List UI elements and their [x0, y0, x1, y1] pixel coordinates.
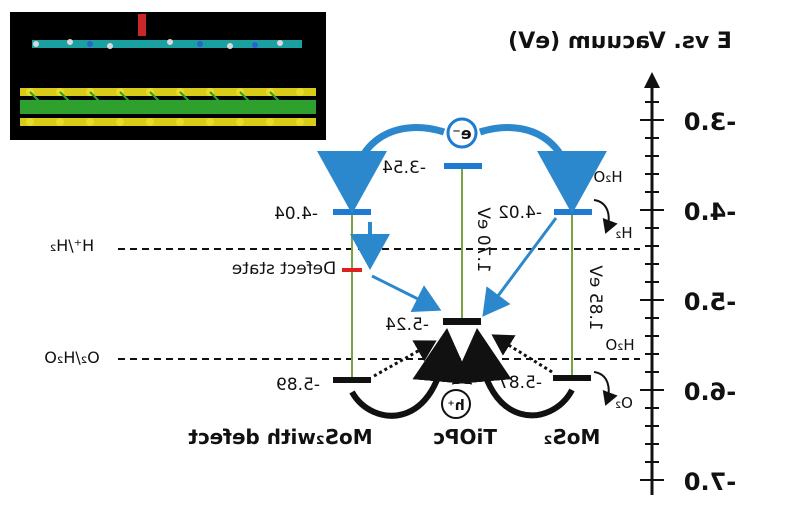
tiopc-gap-label: 1.70 eV — [473, 207, 493, 273]
mos2-defect-homo-label: -5.89 — [276, 375, 320, 395]
tiopc-homo-level — [443, 318, 481, 325]
tiopc-name: TiOPc — [433, 425, 497, 449]
mos2-lumo-label: -4.02 — [498, 203, 542, 223]
o2-label: O₂ — [615, 394, 633, 412]
h2-evolution-arrow — [593, 199, 618, 234]
mos2-lumo-level — [554, 209, 592, 215]
tiopc-lumo-label: -3.54 — [382, 158, 426, 178]
mos2-homo-level — [553, 375, 591, 381]
axis-tick-label: -7.0 — [684, 468, 736, 496]
electron-arc-left-arrow — [317, 124, 446, 214]
o2-h2o-label: O₂/H₂O — [44, 348, 99, 367]
defect-state-level — [342, 268, 362, 272]
mos2-gap-label: 1.85 eV — [585, 265, 605, 331]
mos2-to-tiopc-arrow — [482, 217, 558, 317]
axis-tick-label: -5.0 — [684, 288, 736, 316]
mos2-name: MoS₂ — [544, 425, 601, 449]
electron-badge — [446, 117, 478, 149]
mos2-defect-name: MoS₂with defect — [188, 425, 373, 449]
hole-badge — [441, 389, 471, 419]
hole-arc-right-arrow — [451, 328, 575, 419]
axis-tick-label: -3.0 — [684, 108, 736, 136]
electron-label: e⁻ — [452, 124, 471, 143]
electron-arc-right-arrow — [478, 124, 607, 214]
defect-state-label: Defect state — [232, 259, 336, 279]
defect-to-tiopc-arrow — [371, 274, 442, 313]
mos2-defect-lumo-level — [333, 209, 371, 215]
o2-evolution-arrow — [593, 371, 618, 406]
axis-tick-label: -4.0 — [684, 198, 736, 226]
mos2-defect-homo-level — [333, 377, 371, 383]
h-plus-h2-label: H⁺/H₂ — [50, 236, 94, 255]
tiopc-homo-label: -5.24 — [385, 315, 429, 335]
hole-arc-left-arrow — [349, 328, 473, 419]
hole-label: h⁺ — [447, 398, 464, 414]
molecule-on-mos2-structure-icon — [10, 12, 326, 140]
h2-bottom-label: H₂ — [615, 224, 632, 242]
mos2-defect-lumo-label: -4.04 — [274, 204, 318, 224]
axis-title: E vs. Vacuum (eV) — [508, 29, 732, 54]
mos2-hole-dotted-arrow — [491, 334, 553, 374]
h2o-bottom-label: H₂O — [605, 336, 634, 354]
tiopc-lumo-level — [444, 163, 482, 169]
mos2-homo-label: -5.87 — [498, 373, 542, 393]
energy-axis: -3.0 -4.0 -5.0 -6.0 -7.0 — [640, 72, 736, 496]
h2o-top-label: H₂O — [593, 168, 622, 186]
axis-tick-label: -6.0 — [684, 378, 736, 406]
